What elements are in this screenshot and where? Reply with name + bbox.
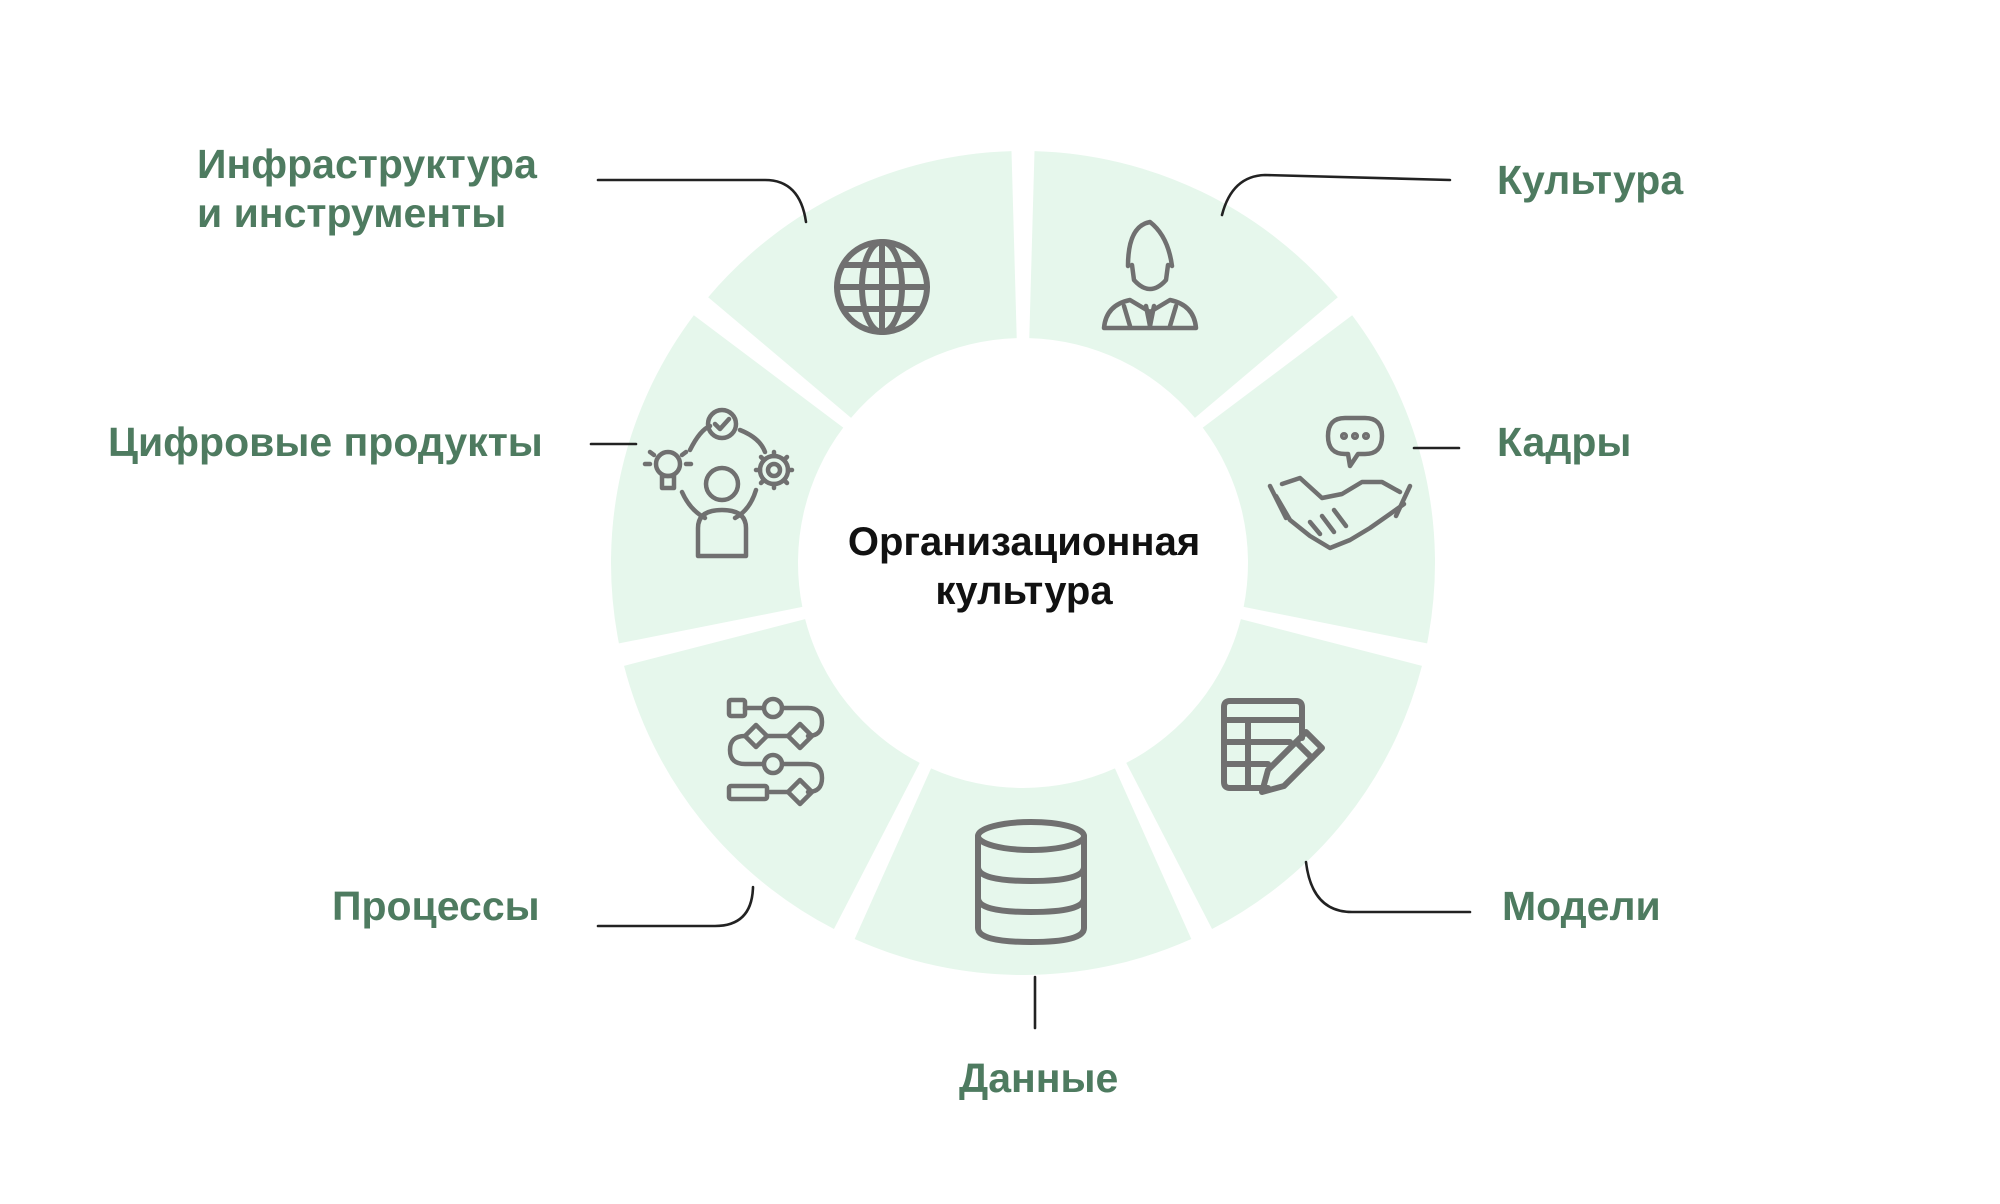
label-infrastructure-line2: и инструменты	[197, 190, 507, 236]
segment-staff	[1202, 315, 1435, 644]
label-models: Модели	[1502, 883, 1661, 929]
connector-culture	[1220, 173, 1452, 217]
segment-data	[854, 768, 1192, 976]
label-digital-products: Цифровые продукты	[108, 419, 543, 465]
connector-lines	[589, 173, 1472, 1030]
label-infrastructure-line1: Инфраструктура	[197, 141, 537, 187]
segment-digital-products	[611, 315, 844, 644]
label-culture: Культура	[1497, 157, 1684, 203]
segment-models	[1126, 619, 1422, 930]
label-staff: Кадры	[1497, 419, 1632, 465]
label-processes: Процессы	[332, 883, 540, 929]
label-infrastructure: Инфраструктура и инструменты	[197, 140, 537, 238]
table-edit-icon	[1221, 698, 1325, 795]
center-title-line2: культура	[935, 569, 1113, 613]
segment-culture	[1029, 151, 1338, 418]
database-icon	[975, 819, 1087, 945]
flowchart-icon	[726, 696, 825, 807]
connector-processes	[596, 885, 755, 928]
connector-infrastructure	[596, 178, 808, 224]
person-ideas-icon	[642, 407, 795, 559]
label-data: Данные	[959, 1055, 1119, 1101]
center-title: Организационная культура	[839, 518, 1209, 616]
handshake-icon	[1267, 415, 1413, 551]
globe-icon	[834, 239, 930, 335]
center-title-line1: Организационная	[847, 520, 1201, 564]
businessman-icon	[1101, 219, 1199, 331]
connector-models	[1304, 860, 1472, 914]
